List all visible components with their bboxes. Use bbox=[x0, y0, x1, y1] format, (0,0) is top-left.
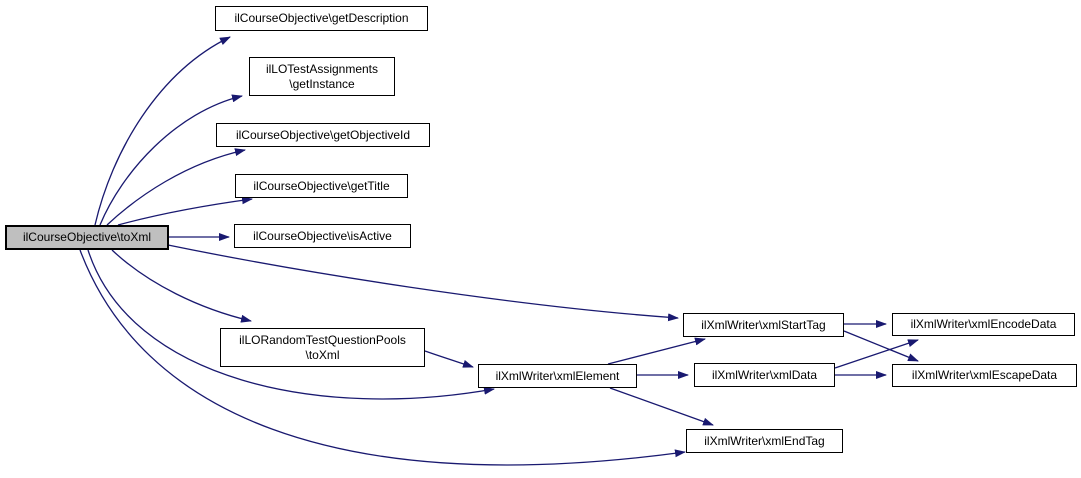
node-ilcourseobjective-isactive[interactable]: ilCourseObjective\isActive bbox=[234, 224, 411, 248]
edge-toxml-getdescription bbox=[94, 36, 231, 226]
node-label: ilXmlWriter\xmlEncodeData bbox=[910, 317, 1057, 331]
edge-toxml-gettitle bbox=[117, 196, 253, 226]
node-label: ilCourseObjective\isActive bbox=[253, 228, 392, 243]
node-label: ilXmlWriter\xmlEscapeData bbox=[911, 368, 1058, 382]
node-label: ilCourseObjective\getDescription bbox=[234, 11, 409, 25]
edge-toxml-randompoolstoxml bbox=[111, 249, 252, 323]
node-ilxmlwriter-xmlescapedata[interactable]: ilXmlWriter\xmlEscapeData bbox=[892, 364, 1077, 387]
node-ilcourseobjective-toxml: ilCourseObjective\toXml bbox=[5, 225, 169, 250]
node-label: ilXmlWriter\xmlElement bbox=[495, 368, 620, 383]
node-label: ilCourseObjective\getTitle bbox=[253, 178, 390, 193]
node-ilcourseobjective-gettitle[interactable]: ilCourseObjective\getTitle bbox=[235, 174, 408, 198]
edge-xmlstarttag-xmlescapedata bbox=[843, 330, 919, 362]
node-ilcourseobjective-getobjectiveid[interactable]: ilCourseObjective\getObjectiveId bbox=[216, 123, 430, 147]
node-label: ilXmlWriter\xmlStartTag bbox=[701, 317, 826, 332]
node-illotestassignments-getinstance[interactable]: ilLOTestAssignments \getInstance bbox=[249, 57, 395, 96]
edge-toxml-xmlelement bbox=[87, 249, 495, 400]
node-ilcourseobjective-getdescription[interactable]: ilCourseObjective\getDescription bbox=[215, 6, 428, 31]
node-label: ilXmlWriter\xmlEndTag bbox=[704, 433, 825, 448]
node-ilxmlwriter-xmlelement[interactable]: ilXmlWriter\xmlElement bbox=[478, 364, 637, 388]
node-illorandomtestquestionpools-toxml[interactable]: ilLORandomTestQuestionPools \toXml bbox=[220, 328, 425, 367]
node-ilxmlwriter-xmlendtag[interactable]: ilXmlWriter\xmlEndTag bbox=[686, 429, 843, 453]
edge-toxml-xmlendtag bbox=[79, 249, 686, 466]
node-label: ilLOTestAssignments bbox=[265, 61, 379, 76]
edge-toxml-getinstance bbox=[99, 94, 243, 226]
edge-xmlelement-xmlendtag bbox=[609, 387, 714, 426]
node-ilxmlwriter-xmldata[interactable]: ilXmlWriter\xmlData bbox=[694, 363, 835, 387]
node-label: ilCourseObjective\getObjectiveId bbox=[235, 127, 411, 142]
node-label: ilCourseObjective\toXml bbox=[22, 230, 152, 244]
edge-xmldata-xmlencodedata bbox=[834, 339, 919, 369]
edge-randompoolstoxml-xmlelement bbox=[424, 350, 474, 368]
edge-toxml-xmlstarttag bbox=[167, 244, 679, 322]
edge-xmlelement-xmlstarttag bbox=[607, 337, 706, 365]
node-ilxmlwriter-xmlencodedata[interactable]: ilXmlWriter\xmlEncodeData bbox=[892, 313, 1075, 336]
edge-toxml-getobjectiveid bbox=[106, 148, 246, 226]
node-ilxmlwriter-xmlstarttag[interactable]: ilXmlWriter\xmlStartTag bbox=[683, 313, 844, 337]
node-label: ilLORandomTestQuestionPools bbox=[239, 332, 406, 347]
node-label: \getInstance bbox=[289, 76, 355, 91]
node-label: ilXmlWriter\xmlData bbox=[711, 367, 818, 382]
node-label: \toXml bbox=[305, 347, 340, 362]
